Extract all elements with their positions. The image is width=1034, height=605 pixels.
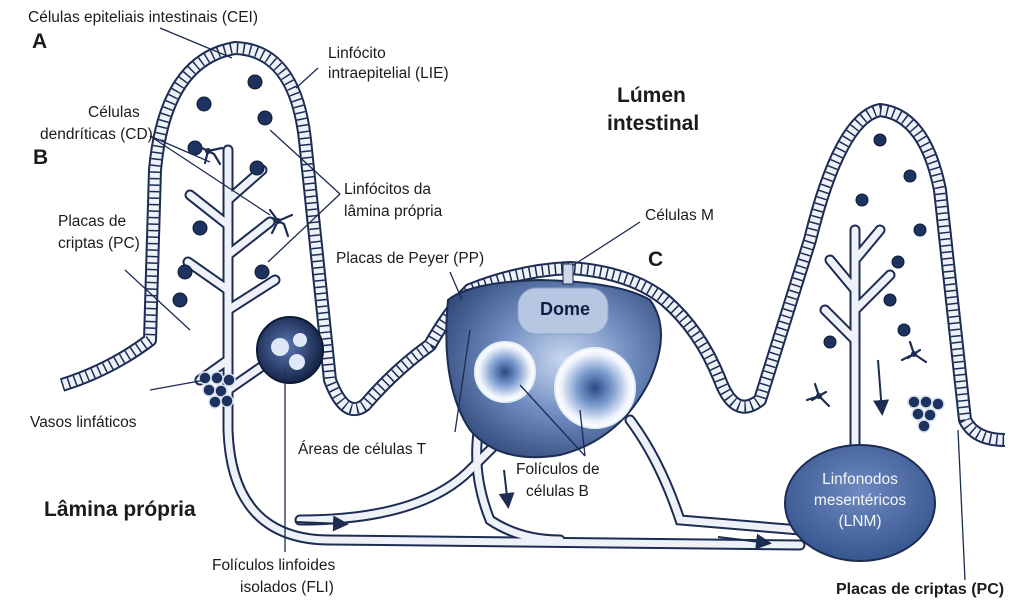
label-intestinal-lumen-line2: intestinal bbox=[607, 111, 699, 136]
label-crypt-patches-bottom: Placas de criptas (PC) bbox=[836, 580, 1004, 599]
label-lamina-propria: Lâmina própria bbox=[44, 497, 196, 522]
label-lamina-propria-lymphocytes-line2: lâmina própria bbox=[344, 202, 442, 221]
label-b-cell-follicles-line2: células B bbox=[526, 482, 589, 501]
label-lymphatic-vessels: Vasos linfáticos bbox=[30, 413, 137, 432]
label-t-cell-areas: Áreas de células T bbox=[298, 440, 426, 459]
m-cell bbox=[563, 264, 573, 284]
label-b-cell-follicles-line1: Folículos de bbox=[516, 460, 600, 479]
section-letter-b: B bbox=[33, 148, 48, 167]
label-intestinal-lumen-line1: Lúmen bbox=[617, 83, 717, 108]
label-isolated-lymphoid-follicles-line2: isolados (FLI) bbox=[240, 578, 334, 597]
label-dendritic-cells-line1: Células bbox=[88, 103, 140, 122]
label-crypt-patches-line2: criptas (PC) bbox=[58, 234, 140, 253]
section-letter-c: C bbox=[648, 250, 663, 269]
label-mesenteric-lymph-nodes-line1: Linfonodos bbox=[800, 470, 920, 490]
label-isolated-lymphoid-follicles-line1: Folículos linfoides bbox=[212, 556, 335, 575]
label-peyer-patches: Placas de Peyer (PP) bbox=[336, 249, 484, 268]
b-cell-follicle bbox=[555, 348, 635, 428]
b-cell-follicle bbox=[475, 342, 535, 402]
label-dome: Dome bbox=[540, 300, 590, 319]
label-mesenteric-lymph-nodes-line2: mesentéricos bbox=[800, 491, 920, 511]
label-intraepithelial-lymphocyte-line2: intraepitelial (LIE) bbox=[328, 64, 449, 83]
label-intestinal-epithelial-cells: Células epiteliais intestinais (CEI) bbox=[28, 8, 258, 27]
label-dendritic-cells-line2: dendríticas (CD) bbox=[40, 125, 153, 144]
peyer-patch bbox=[446, 264, 661, 457]
label-lamina-propria-lymphocytes-line1: Linfócitos da bbox=[344, 180, 431, 199]
label-intraepithelial-lymphocyte-line1: Linfócito bbox=[328, 44, 386, 63]
isolated-lymphoid-follicle bbox=[257, 317, 323, 383]
section-letter-a: A bbox=[32, 32, 47, 51]
label-m-cells: Células M bbox=[645, 206, 714, 225]
label-mesenteric-lymph-nodes-line3: (LNM) bbox=[800, 512, 920, 532]
label-crypt-patches-line1: Placas de bbox=[58, 212, 126, 231]
